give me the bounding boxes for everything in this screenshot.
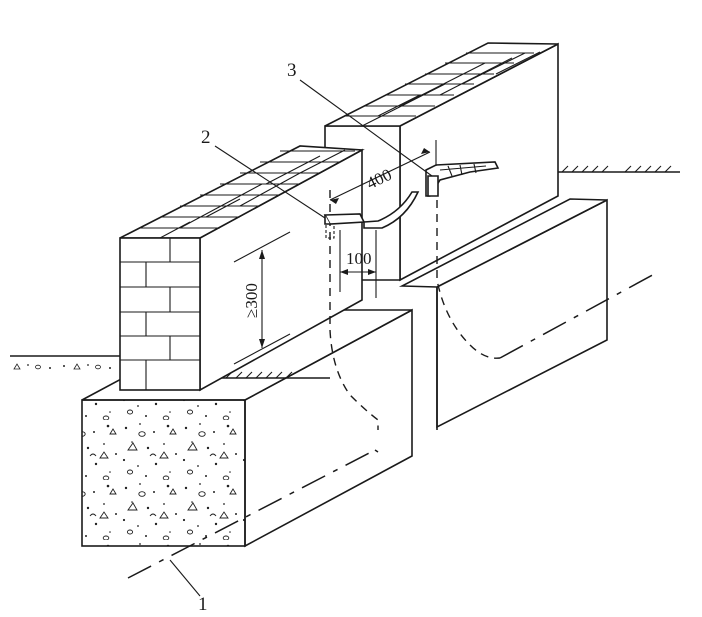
dimension-min-300-label: ≥300	[242, 283, 261, 318]
dimension-min-300: ≥300	[233, 231, 291, 365]
callout-1: 1	[169, 559, 208, 615]
right-footing	[398, 198, 608, 430]
dimension-100-label: 100	[346, 249, 372, 268]
callout-1-label: 1	[198, 594, 208, 615]
callout-2: 2	[201, 127, 326, 219]
hidden-lines	[329, 190, 501, 430]
axis-line-1	[127, 271, 659, 579]
ground-left	[10, 355, 120, 370]
callout-3: 3	[287, 60, 433, 177]
left-wall	[119, 145, 365, 392]
callout-3-label: 3	[287, 60, 297, 81]
callout-2-label: 2	[201, 127, 211, 148]
dimension-100: 100	[339, 230, 377, 298]
tie-bar-3	[425, 161, 500, 197]
brick-courses	[120, 238, 200, 390]
